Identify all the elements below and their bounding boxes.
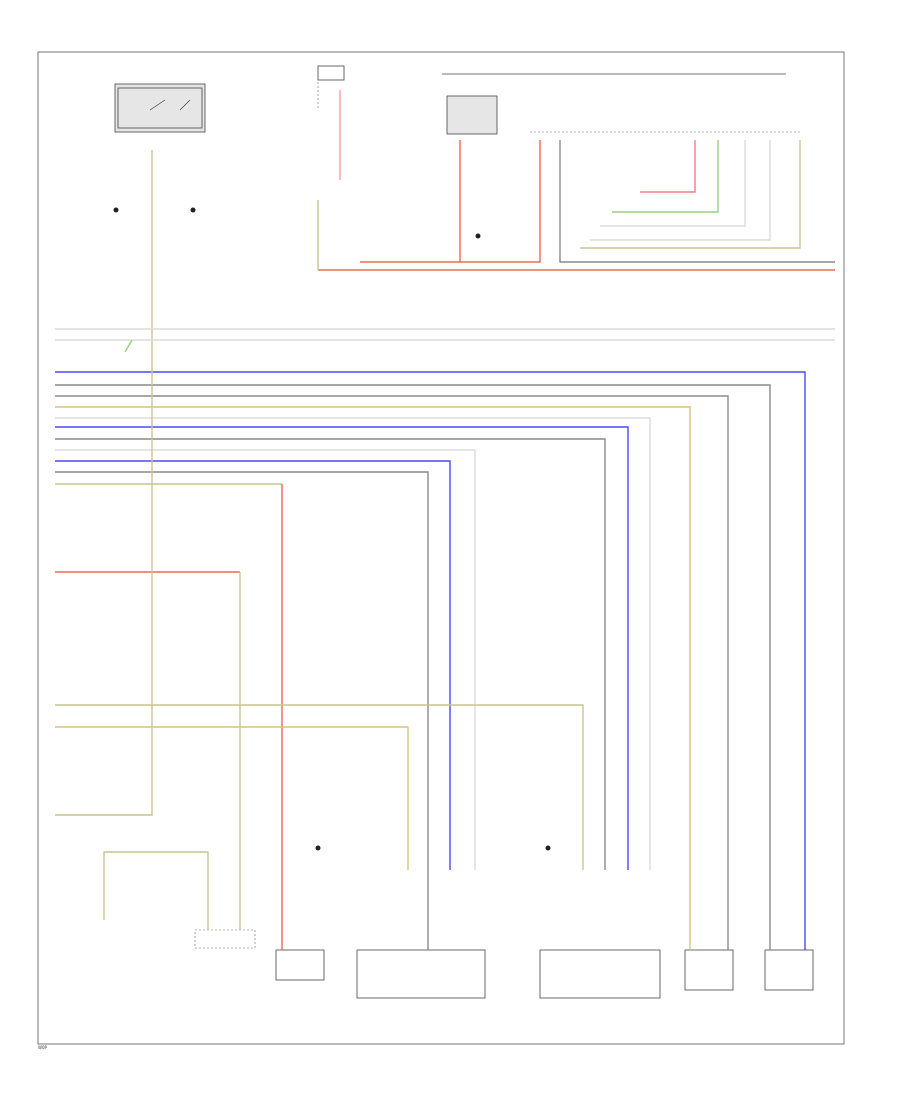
bottom-components xyxy=(194,929,814,999)
wire-khaki-27 xyxy=(580,140,801,249)
wire-white-7 xyxy=(55,449,476,870)
relay-component xyxy=(446,95,498,135)
wires xyxy=(55,90,835,950)
fuse-component xyxy=(317,65,345,110)
wire-red-25 xyxy=(360,140,461,263)
wire-light_red-31 xyxy=(640,140,696,193)
wire-red-26 xyxy=(460,140,541,263)
wire-khaki-16 xyxy=(55,150,153,816)
figure-id: W0P xyxy=(38,1045,47,1050)
wire-khaki-17 xyxy=(103,851,209,930)
wire-blue-5 xyxy=(55,426,629,870)
wire-gray-6 xyxy=(55,438,606,870)
wire-green-30 xyxy=(612,140,719,213)
wire-white-29 xyxy=(600,140,746,227)
wire-tan-15 xyxy=(55,726,409,870)
diagram-frame xyxy=(37,51,845,1045)
wire-gray-1 xyxy=(55,384,771,950)
wire-white-4 xyxy=(55,417,651,870)
wire-khaki-14 xyxy=(55,704,584,870)
wire-blue-8 xyxy=(55,460,451,870)
wire-green-20 xyxy=(124,339,133,353)
wire-tan-3 xyxy=(55,406,691,950)
top-left-switch-component xyxy=(114,83,206,133)
connector-bank xyxy=(442,73,800,133)
wire-gray-2 xyxy=(55,395,729,950)
wire-blue-0 xyxy=(55,371,806,950)
wire-gray-9 xyxy=(55,471,429,950)
wire-white-28 xyxy=(590,140,771,241)
ground-symbols xyxy=(113,207,551,851)
wire-gray-23 xyxy=(559,140,835,263)
